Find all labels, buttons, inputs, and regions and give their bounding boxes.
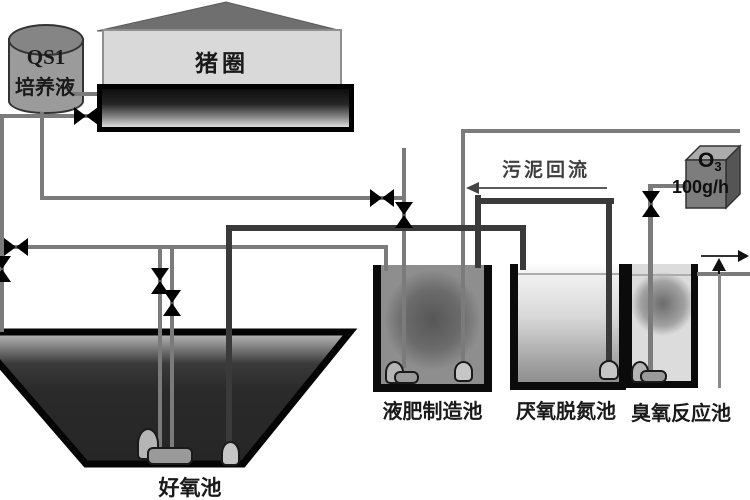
effluent-arrow-right-head (738, 250, 749, 262)
valve-tank1-shaft (395, 202, 413, 228)
sludge-return-arrowhead (466, 182, 479, 194)
sludge-return-label: 污泥回流 (501, 160, 590, 181)
valve-left-edge (0, 256, 11, 282)
effluent-arrow-up-stem (718, 268, 720, 274)
ozone-generator (684, 144, 742, 210)
valve-aerator-2 (163, 290, 181, 316)
pipe-ozone-down (648, 184, 653, 370)
aerobic-nozzle (221, 441, 240, 466)
feeding-trough (97, 84, 354, 132)
pigpen-roof (96, 1, 343, 32)
ozone-symbol-o: O (698, 149, 715, 172)
tank-ozone-reactor (625, 264, 698, 388)
pipe-tank1-left-shaft (402, 148, 406, 368)
pipe-sludge-return-left (475, 195, 481, 268)
pipe-effluent-horizontal (697, 272, 750, 276)
pipe-aerator-2 (170, 247, 174, 452)
tank-ozone-label: 臭氧反应池 (631, 403, 731, 425)
pipe-ozone-feed-horizontal (652, 184, 690, 188)
effluent-arrow-right-line (701, 255, 739, 257)
pipe-left-edge-down (0, 114, 4, 332)
tank1-nozzle (454, 361, 473, 382)
pipe-anaerobic-inlet (520, 225, 526, 270)
pipe-culture-feed-horizontal (40, 196, 406, 200)
anaerobic-nozzle (599, 360, 619, 380)
ozone-symbol: O3 (698, 149, 728, 174)
pipe-effluent-down (718, 274, 721, 388)
pipe-mid-horizontal (8, 245, 388, 249)
tank1-pump-body (394, 371, 419, 384)
water-surface-line-anaerobic (518, 273, 619, 275)
ozone-symbol-sub: 3 (714, 159, 722, 174)
valve-culture-feed (370, 189, 394, 207)
culture-tank-label-line1: QS1 (26, 45, 66, 69)
pipe-aerobic-outlet-down (226, 225, 232, 445)
valve-trough-feed (74, 107, 98, 125)
valve-aerator-1 (151, 268, 169, 294)
tank-anaerobic-label: 厌氧脱氮池 (516, 401, 616, 423)
pipe-aerator-1 (158, 247, 162, 450)
sludge-return-arrow-line (478, 187, 607, 189)
aerobic-pump-body (147, 447, 193, 465)
pipe-cylinder-to-trough (72, 92, 97, 96)
culture-tank-label-line2: 培养液 (15, 77, 75, 99)
ozone-pump-body (640, 370, 667, 383)
water-surface-line-ozone (632, 274, 691, 276)
aerobic-tank (0, 328, 358, 468)
pipe-tank1-right-shaft (461, 129, 465, 366)
tank-liquid-fertilizer-label: 液肥制造池 (382, 401, 483, 423)
pipe-anaerobic-shaft (606, 198, 612, 365)
valve-ozone (642, 191, 660, 217)
pipe-cylinder-down (40, 112, 44, 200)
culture-tank-top (8, 24, 84, 56)
pigpen-label: 猪圈 (195, 50, 249, 76)
effluent-arrow-up-head (712, 258, 726, 271)
pipe-left-to-trough (0, 114, 97, 118)
valve-mid-left (4, 238, 28, 256)
tank-aerobic-label: 好氧池 (158, 477, 222, 500)
ozone-rate-label: 100g/h (672, 177, 730, 197)
pipe-tank1-inlet-elbow (384, 245, 388, 271)
pipe-aerobic-to-anaerobic (226, 225, 526, 231)
pipe-top-horizontal (461, 129, 740, 133)
pipe-sludge-return-top (475, 198, 614, 204)
